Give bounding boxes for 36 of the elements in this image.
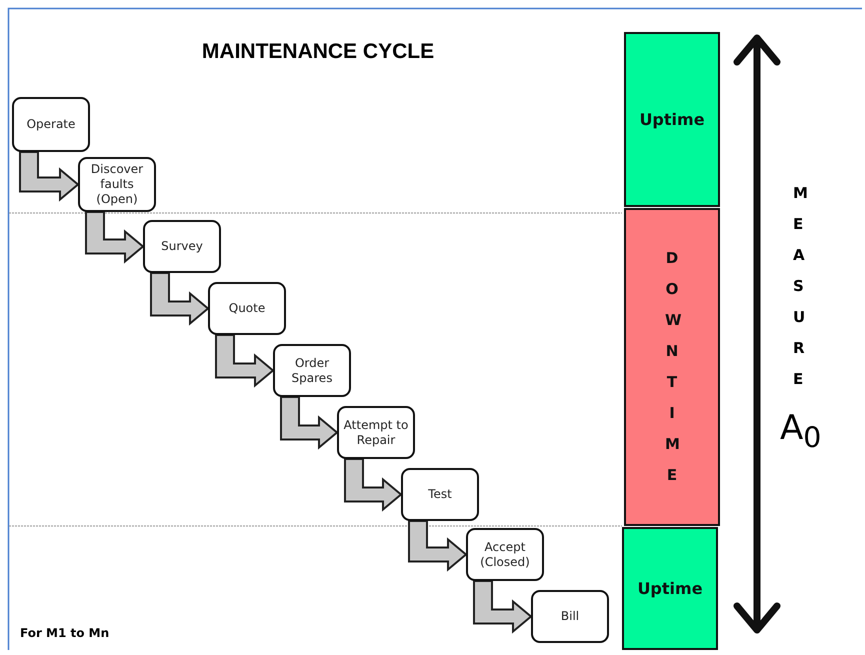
elbow-arrow [344,458,403,512]
step-label: Test [428,487,452,502]
step-label: Accept (Closed) [479,540,531,570]
step-box [401,468,479,521]
step-label: Uptime [637,579,703,598]
measure-symbol: A$_{0}$ [780,408,822,454]
elbow-arrow [19,151,80,202]
elbow-arrow [85,211,145,264]
step-box [273,344,351,397]
step-box [531,590,609,643]
step-label: DOWNTIME [665,248,679,486]
elbow-arrow [215,334,275,388]
downtime-bar [624,208,720,526]
step-box [78,157,156,212]
step-box [12,97,90,152]
title: MAINTENANCE CYCLE [200,40,436,64]
step-label: Quote [228,301,266,316]
step-label: Discover faults (Open) [90,162,144,207]
step-label: Bill [560,609,580,624]
step-label: Order Spares [290,356,334,386]
step-box [466,528,544,581]
elbow-arrow [408,520,468,572]
uptime-bar [622,527,718,650]
step-label: Attempt to Repair [342,418,410,448]
step-box [143,220,221,273]
uptime-bar [624,32,720,207]
elbow-arrow [473,580,533,634]
elbow-arrow [150,272,210,326]
step-label: Survey [161,239,203,254]
elbow-arrow [280,396,339,450]
step-label: Uptime [639,110,705,129]
step-box [337,406,415,459]
vertical-label: MEASURE [793,183,807,390]
note: For M1 to Mn [20,626,110,640]
step-box [208,282,286,335]
step-label: Operate [26,117,76,132]
